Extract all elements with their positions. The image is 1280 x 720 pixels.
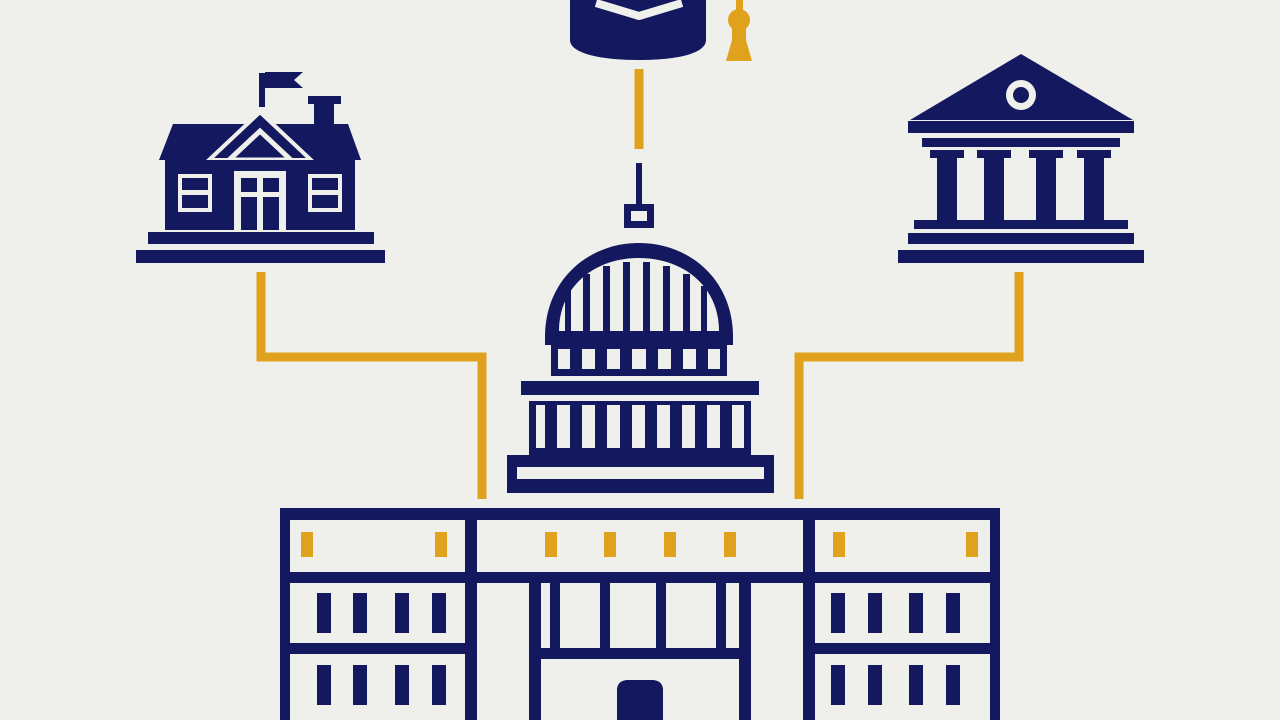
connector-lines	[256, 69, 1024, 499]
graduation-cap-icon	[570, 0, 752, 61]
bank-to-capitol-connector	[794, 272, 1024, 499]
capitol-building-icon	[280, 163, 1000, 720]
school-house-icon	[136, 72, 385, 263]
bank-institution-icon	[898, 54, 1144, 263]
school-to-capitol-connector	[256, 272, 487, 499]
